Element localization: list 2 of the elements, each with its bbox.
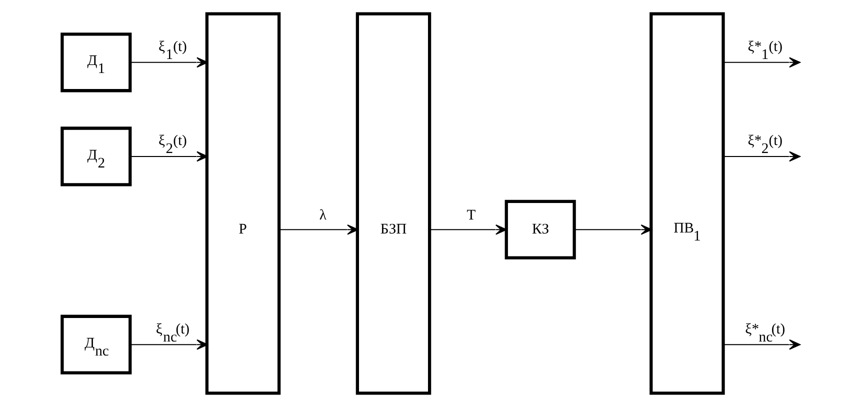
edge-label: λ	[319, 207, 327, 224]
edge-label: T	[466, 207, 476, 224]
